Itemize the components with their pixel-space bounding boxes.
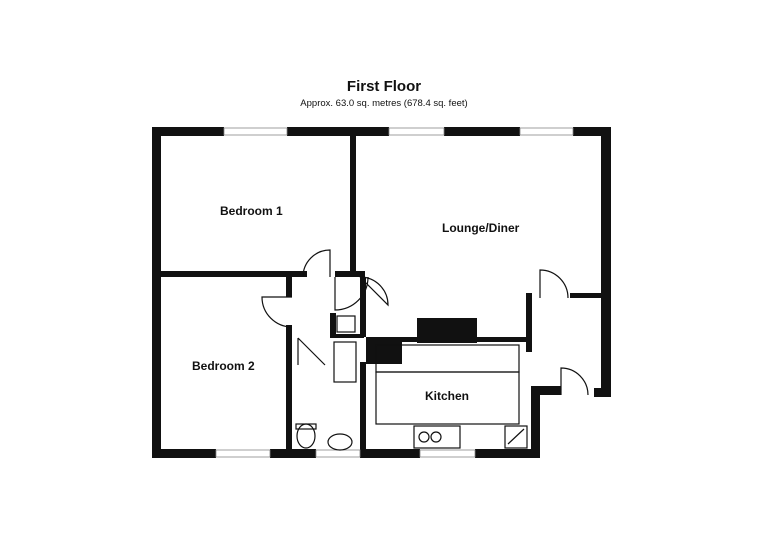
fixtures [295, 315, 528, 451]
kitchen-worktop [375, 344, 520, 373]
basin [327, 433, 353, 451]
room-label-bedroom-1: Bedroom 1 [220, 204, 283, 218]
floor-title: First Floor [346, 78, 422, 95]
shower-tray [333, 341, 357, 383]
outer-walls [152, 127, 611, 458]
floor-area: Approx. 63.0 sq. metres (678.4 sq. feet) [300, 98, 468, 109]
room-label-bedroom-2: Bedroom 2 [192, 359, 255, 373]
doors [261, 249, 589, 396]
room-label-lounge-diner: Lounge/Diner [442, 221, 520, 235]
room-label-kitchen: Kitchen [425, 389, 470, 403]
toilet [296, 423, 316, 449]
cupboard [336, 315, 356, 333]
kitchen-sink [413, 425, 461, 449]
interior-walls [161, 136, 603, 449]
